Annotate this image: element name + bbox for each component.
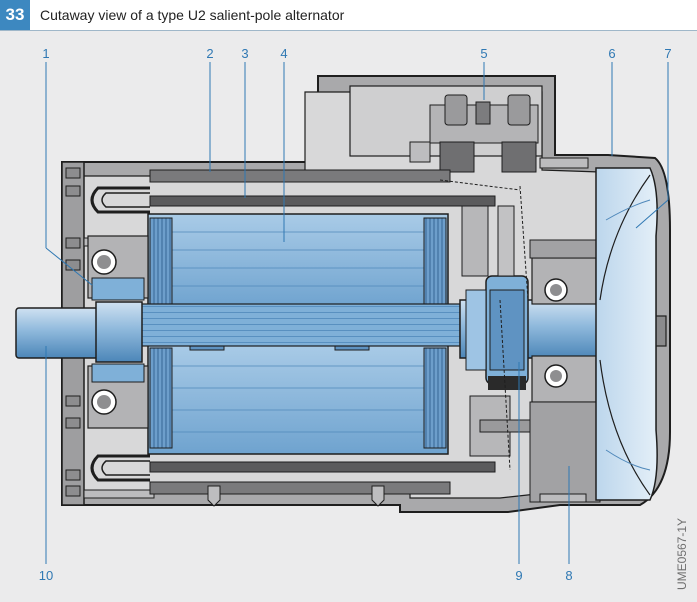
callout-labels: 1 2 3 4 5 6 7 8 9 10 — [39, 46, 672, 583]
label-9: 9 — [515, 568, 522, 583]
rotor-core — [139, 303, 461, 347]
left-bearing — [87, 235, 149, 429]
figure-code-wrapper: UME0567-1Y — [672, 512, 692, 596]
fan — [595, 167, 658, 501]
label-3: 3 — [241, 46, 248, 61]
terminal-box — [349, 85, 589, 173]
figure-code: UME0567-1Y — [675, 517, 689, 591]
label-1: 1 — [42, 46, 49, 61]
label-6: 6 — [608, 46, 615, 61]
stator-core — [147, 213, 449, 455]
label-2: 2 — [206, 46, 213, 61]
label-8: 8 — [565, 568, 572, 583]
right-bearing — [529, 239, 601, 503]
bolt-heads-left — [65, 167, 81, 497]
label-7: 7 — [664, 46, 671, 61]
figure-title: Cutaway view of a type U2 salient-pole a… — [40, 7, 345, 23]
brush-holder — [439, 179, 551, 471]
stator-winding-overhang — [90, 186, 150, 482]
figure-number: 33 — [0, 0, 30, 30]
alternator-cutaway-diagram: 1 2 3 4 5 6 7 8 9 10 — [15, 46, 672, 583]
label-10: 10 — [39, 568, 53, 583]
frame-bolts-bottom — [207, 485, 385, 507]
title-bar: 33 Cutaway view of a type U2 salient-pol… — [0, 0, 697, 31]
leader-lines — [45, 62, 669, 564]
label-4: 4 — [280, 46, 287, 61]
label-5: 5 — [480, 46, 487, 61]
